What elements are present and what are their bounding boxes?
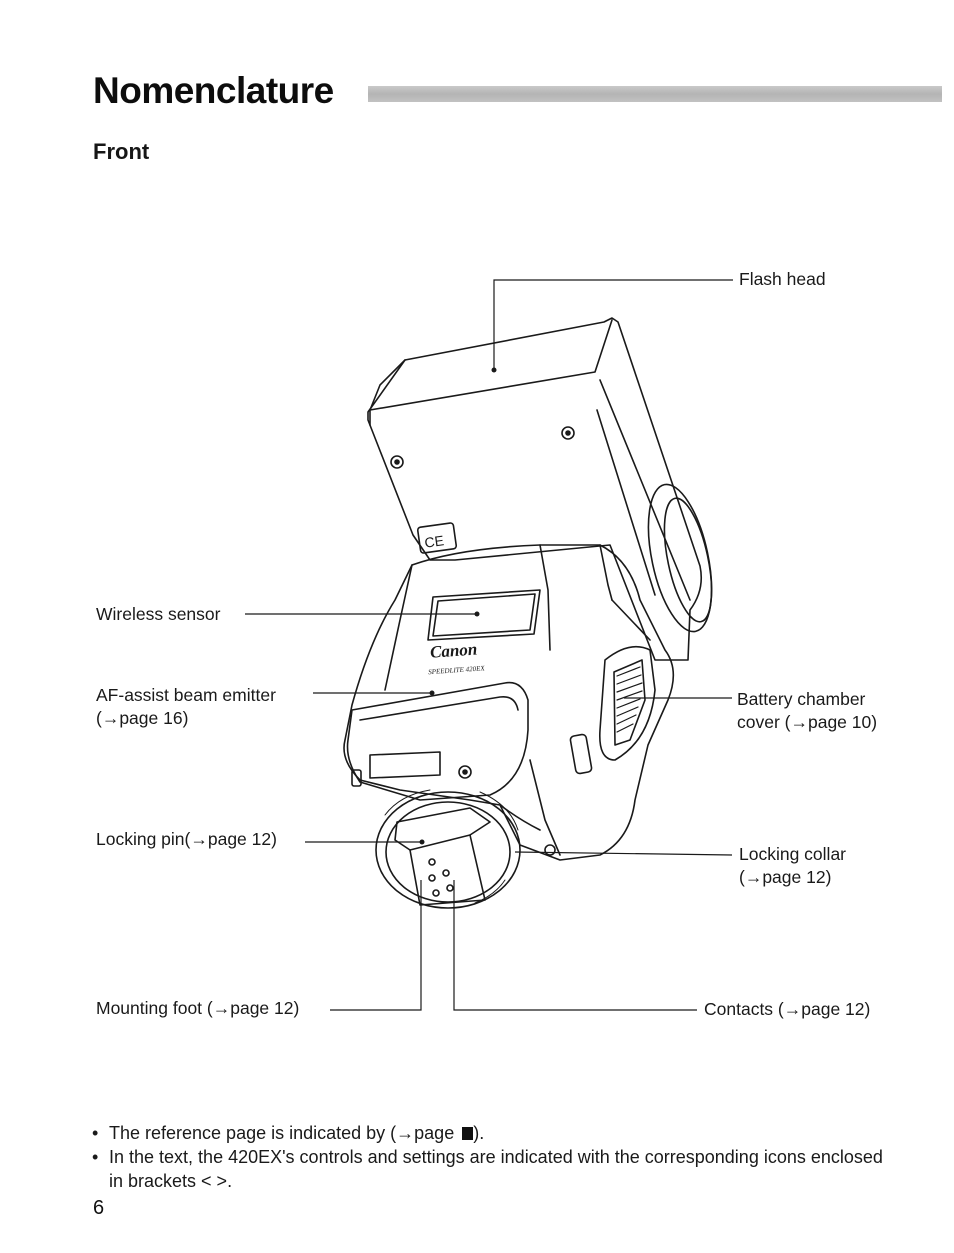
battery-cover [598,645,656,761]
mounting-foot [394,807,491,906]
title-rule-bar [368,86,942,102]
label-flash-head: Flash head [739,269,826,289]
note-item: • The reference page is indicated by (→pa… [92,1121,892,1145]
label-contacts: Contacts (→page 12) [704,999,871,1019]
device-model: SPEEDLITE 420EX [428,664,486,676]
label-battery-line2: cover (→page 10) [737,712,878,732]
page-number: 6 [93,1197,105,1219]
label-mounting-foot: Mounting foot (→page 12) [96,998,300,1018]
locking-collar [375,791,521,909]
label-locking-pin: Locking pin(→page 12) [96,829,277,849]
label-wireless-sensor: Wireless sensor [96,604,221,624]
contact-pins [428,858,454,897]
black-square-icon [462,1127,474,1140]
wireless-sensor-window [427,589,541,641]
note2-text: In the text, the 420EX's controls and se… [109,1147,883,1191]
label-af-assist-line2: (→page 16) [96,708,189,728]
label-af-assist-line1: AF-assist beam emitter [96,685,276,705]
leader-mounting-foot [330,880,422,1011]
label-battery-line1: Battery chamber [737,689,866,709]
af-assist-emitter [346,681,529,801]
leader-contacts [453,880,697,1011]
note1-text: The reference page is indicated by (→pag… [109,1123,460,1143]
leader-flash-head [493,279,733,370]
leader-locking-collar [514,851,733,856]
label-locking-collar-line1: Locking collar [739,844,846,864]
notes-list: • The reference page is indicated by (→pa… [92,1121,892,1193]
device-brand: Canon [429,640,477,662]
bullet: • [92,1123,99,1143]
note-item: • In the text, the 420EX's controls and s… [92,1145,892,1193]
flash-head-face [369,319,613,411]
note1-end: ). [473,1123,485,1143]
label-locking-collar-line2: (→page 12) [739,867,832,887]
bullet: • [92,1147,99,1167]
ce-mark: CE [423,532,444,551]
section-subtitle: Front [93,139,150,164]
flash-head-outline [367,317,703,661]
page-title: Nomenclature [93,70,334,111]
